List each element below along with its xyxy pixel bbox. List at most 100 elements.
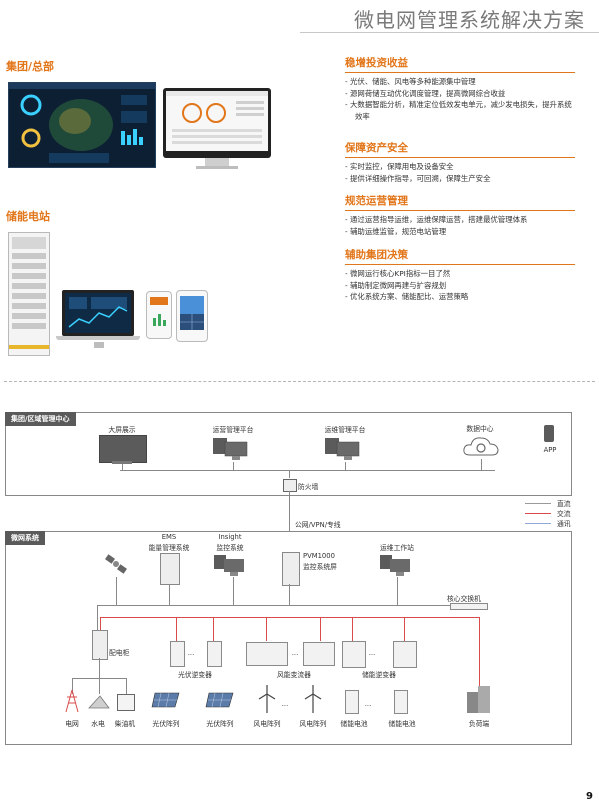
benefit-block-1: 稳增投资收益 光伏、储能、风电等多种能源集中管理 源网荷储互动优化调度管理，提高… — [345, 55, 575, 122]
benefit-item: 通过运营指导运维，运维保障运营，搭建最优管理体系 — [345, 214, 575, 226]
ac-line — [266, 617, 267, 641]
wind-converter-icon — [303, 642, 335, 666]
diesel-generator-icon — [117, 694, 135, 711]
monitor-base — [196, 166, 238, 169]
storage-inverter-label: 储能逆变器 — [362, 671, 396, 679]
ac-line — [176, 617, 177, 641]
core-switch-label: 核心交换机 — [447, 595, 481, 603]
ems-cabinet-icon — [160, 553, 180, 585]
connector-line — [233, 577, 234, 605]
benefit-block-3: 规范运营管理 通过运营指导运维，运维保障运营，搭建最优管理体系 辅助运维监管，规… — [345, 193, 575, 237]
wind-turbine-icon — [256, 684, 278, 714]
battery-icon — [345, 690, 359, 714]
pv-inverter-label: 光伏逆变器 — [178, 671, 212, 679]
connector-line — [72, 678, 73, 694]
laptop-stand — [94, 342, 104, 348]
pv-inverter-icon — [170, 641, 185, 667]
monitor-stand — [205, 158, 229, 166]
benefit-heading: 保障资产安全 — [345, 142, 408, 154]
laptop-base — [56, 336, 140, 340]
connector-line — [99, 678, 100, 694]
ac-line — [213, 617, 214, 641]
legend-swatch — [525, 523, 551, 524]
storage-cabinet-image — [8, 232, 50, 356]
benefit-item: 实时监控，保障用电及设备安全 — [345, 161, 575, 173]
connector-line — [289, 584, 290, 605]
connector-line — [289, 470, 290, 478]
benefit-item: 微网运行核心KPI指标一目了然 — [345, 268, 575, 280]
benefit-item: 辅助运维监管，规范电站管理 — [345, 226, 575, 238]
big-screen-label: 大屏展示 — [108, 426, 136, 434]
legend-label: 通讯 — [557, 520, 571, 528]
insight-label: Insight — [218, 533, 242, 541]
legend-swatch — [525, 513, 551, 514]
desktop-monitor-image — [163, 88, 271, 158]
pvm-sublabel: 监控系统屏 — [303, 563, 337, 571]
bottom-label: 水电 — [91, 720, 105, 728]
hydro-icon — [88, 694, 110, 710]
phone-icon — [544, 425, 554, 442]
page-title: 微电网管理系统解决方案 — [354, 8, 585, 32]
phone-image — [146, 291, 172, 339]
benefit-divider — [345, 72, 575, 73]
insight-sublabel: 监控系统 — [216, 544, 244, 552]
server-icon — [213, 436, 253, 462]
ac-line — [404, 617, 405, 641]
core-switch-icon — [450, 603, 488, 610]
ellipsis: ... — [187, 649, 195, 657]
ac-line — [100, 617, 101, 630]
storage-inverter-icon — [393, 641, 417, 668]
benefit-item: 优化系统方案、储能配比、运营策略 — [345, 291, 575, 303]
bottom-label: 电网 — [65, 720, 79, 728]
benefit-item: 大数据智能分析，精准定位低效发电单元，减少发电损失，提升系统效率 — [345, 99, 575, 122]
connector-line — [122, 464, 123, 470]
benefit-item: 光伏、储能、风电等多种能源集中管理 — [345, 76, 575, 88]
benefit-list: 微网运行核心KPI指标一目了然 辅助制定微网再建与扩容规划 优化系统方案、储能配… — [345, 268, 575, 303]
benefit-list: 实时监控，保障用电及设备安全 提供详细操作指导，可回溯，保障生产安全 — [345, 161, 575, 184]
pv-inverter-icon — [207, 641, 222, 667]
cloud-gear-icon — [462, 433, 500, 459]
benefit-block-2: 保障资产安全 实时监控，保障用电及设备安全 提供详细操作指导，可回溯，保障生产安… — [345, 140, 575, 184]
ems-label: EMS — [161, 533, 177, 541]
wind-converter-icon — [246, 642, 288, 666]
firewall-label: 防火墙 — [298, 483, 319, 491]
solar-panel-icon — [205, 691, 235, 709]
ems-sublabel: 能量管理系统 — [148, 544, 190, 552]
bottom-label: 负荷端 — [468, 720, 490, 728]
ac-line — [352, 617, 353, 641]
connector-line — [97, 605, 98, 630]
wind-converter-label: 风能变流器 — [277, 671, 311, 679]
bottom-label: 柴油机 — [114, 720, 136, 728]
connector-line — [345, 462, 346, 470]
microgrid-title: 微网系统 — [5, 531, 45, 545]
ellipsis: ... — [291, 649, 299, 657]
bottom-label: 储能电池 — [388, 720, 416, 728]
power-tower-icon — [63, 689, 81, 713]
legend-dc: 直流 — [525, 498, 585, 508]
comm-bus-line — [97, 605, 450, 606]
pvm-label: PVM1000 — [303, 552, 335, 560]
benefit-divider — [345, 210, 575, 211]
building-icon — [465, 684, 493, 714]
wind-turbine-icon — [302, 684, 324, 714]
solar-panel-icon — [151, 691, 181, 709]
connector-line — [481, 459, 482, 470]
benefit-heading: 稳增投资收益 — [345, 57, 408, 69]
connector-line — [397, 577, 398, 605]
ellipsis: ... — [364, 700, 372, 708]
tablet-image — [176, 290, 208, 342]
network-label: 公网/VPN/专线 — [295, 521, 341, 529]
network-line — [289, 491, 290, 531]
benefit-divider — [345, 264, 575, 265]
app-label: APP — [543, 446, 557, 454]
benefit-item: 辅助制定微网再建与扩容规划 — [345, 280, 575, 292]
ops-station-label: 运维工作站 — [380, 544, 414, 552]
ellipsis: ... — [281, 700, 289, 708]
management-center-title: 集团/区域管理中心 — [5, 412, 76, 426]
data-center-label: 数据中心 — [466, 425, 494, 433]
bottom-label: 风电阵列 — [299, 720, 327, 728]
ac-line — [320, 617, 321, 641]
bottom-label: 储能电池 — [340, 720, 368, 728]
benefit-block-4: 辅助集团决策 微网运行核心KPI指标一目了然 辅助制定微网再建与扩容规划 优化系… — [345, 247, 575, 303]
benefit-item: 源网荷储互动优化调度管理，提高微网综合收益 — [345, 88, 575, 100]
